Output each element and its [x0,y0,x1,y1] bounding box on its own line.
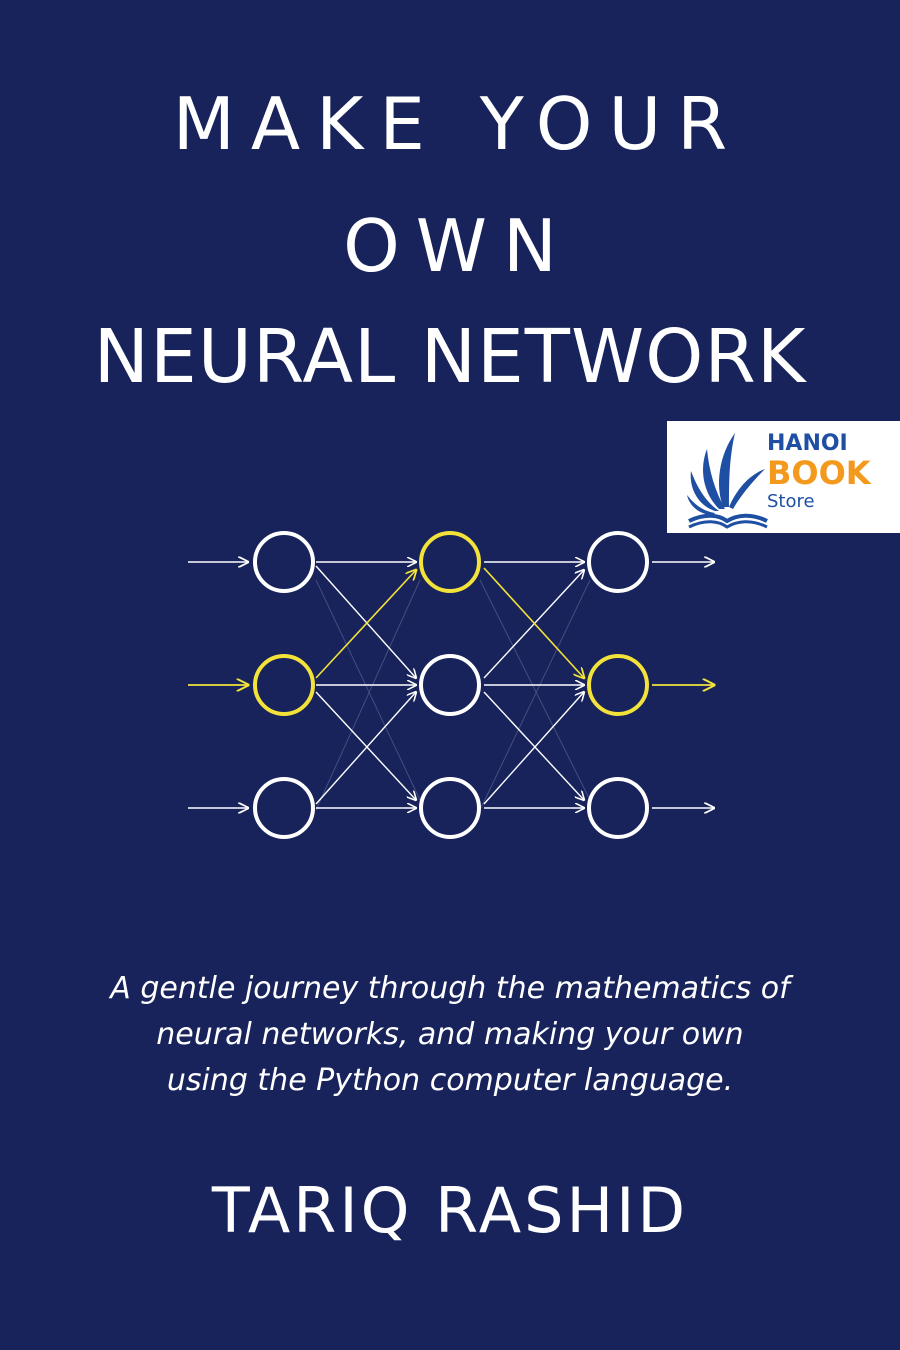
hanoi-book-store-badge: HANOI BOOK Store [667,421,900,533]
badge-line-book: BOOK [767,454,871,492]
connection-highlighted-1 [315,570,416,679]
node-l2-n1-highlighted [419,531,481,593]
input-arrows [188,562,248,808]
connections-layer1-layer2 [315,562,416,808]
neural-network-diagram [188,531,900,839]
title-line-1: MAKE YOUR [172,82,744,166]
node-l3-n2-highlighted [587,654,649,716]
title-line-3: NEURAL NETWORK [93,314,807,400]
connection-highlighted-2 [483,567,584,678]
node-l1-n2-highlighted [253,654,315,716]
node-l2-n3 [419,777,481,839]
title-line-2: OWN [343,204,573,288]
faint-connections [315,579,591,811]
badge-line-store: Store [767,491,815,512]
node-l3-n1 [587,531,649,593]
network-nodes [253,531,649,839]
subtitle-line-2: neural networks, and making your own [156,1017,744,1052]
badge-line-hanoi: HANOI [767,431,848,456]
node-l2-n2 [419,654,481,716]
book-with-fan-leaves-logo-icon [687,433,768,529]
subtitle-line-3: using the Python computer language. [166,1063,734,1098]
subtitle: A gentle journey through the mathematics… [0,966,900,1104]
node-l3-n3 [587,777,649,839]
author-name: TARIQ RASHID [211,1174,689,1247]
node-l1-n1 [253,531,315,593]
node-l1-n3 [253,777,315,839]
subtitle-line-1: A gentle journey through the mathematics… [110,971,790,1006]
output-arrows [652,562,714,808]
